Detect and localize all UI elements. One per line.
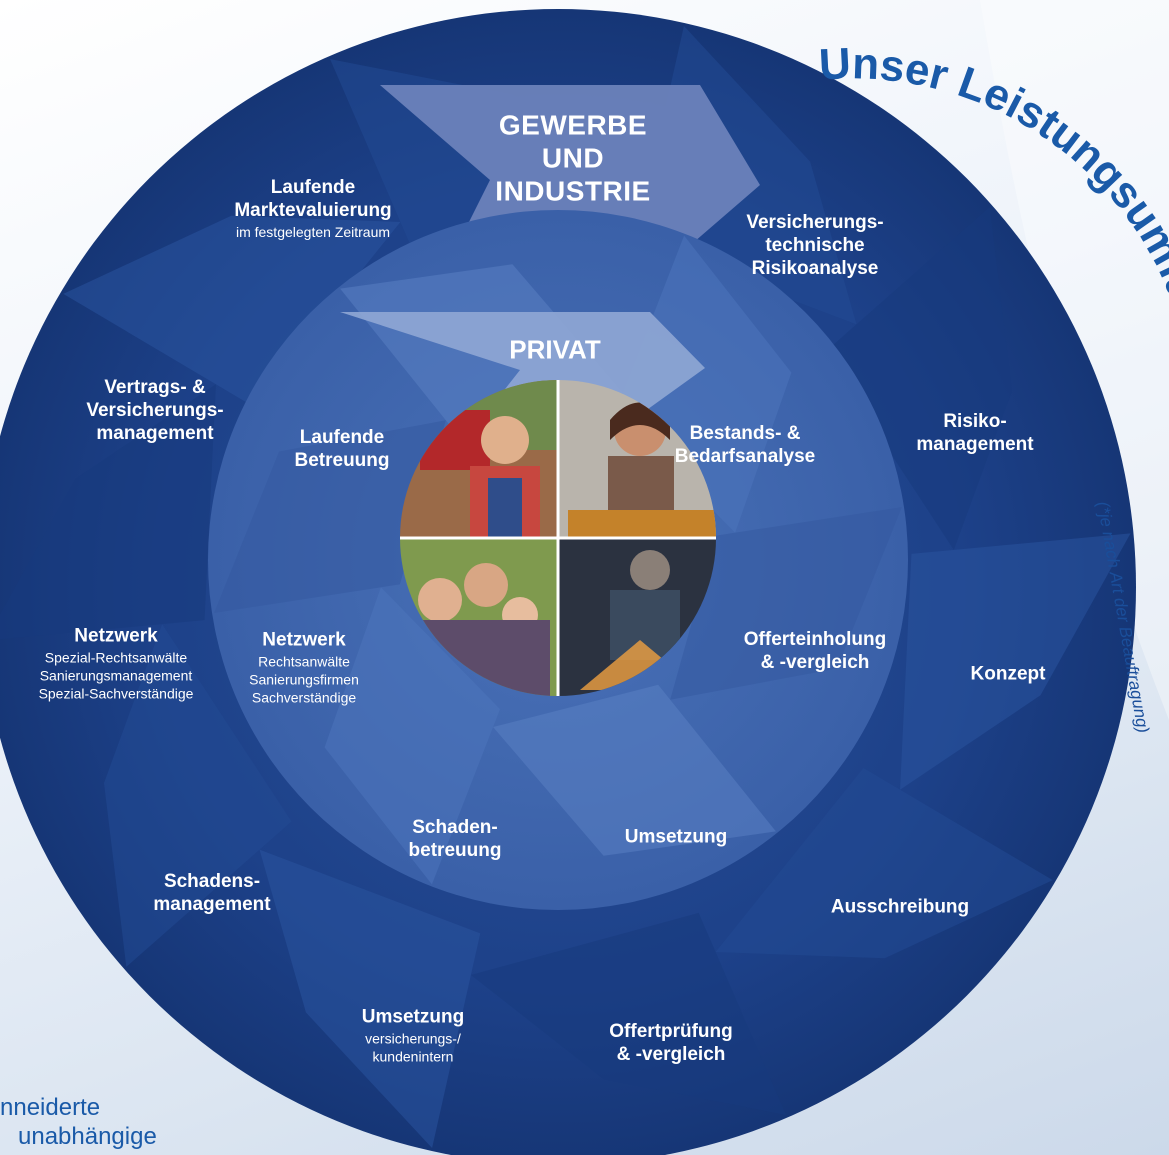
- outer-netzwerk-sub-1: Spezial-Rechtsanwälte: [44, 649, 188, 666]
- hub-privat: PRIVAT: [509, 335, 600, 366]
- inner-bestandsanalyse-line-2: Bedarfsanalyse: [674, 446, 816, 467]
- outer-schadensmanagement-line-1: Schadens-: [163, 871, 261, 893]
- inner-offerteinholung: Offerteinholung & -vergleich: [744, 629, 886, 675]
- outer-segment-7: [103, 624, 292, 967]
- hub-gewerbe-industrie: GEWERBE UND INDUSTRIE: [495, 108, 650, 207]
- outer-marktevaluierung-line-2: Marktevaluierung: [234, 199, 392, 221]
- inner-umsetzung-label: Umsetzung: [624, 826, 728, 848]
- inner-netzwerk-sub-1: Rechtsanwälte: [258, 653, 350, 670]
- inner-netzwerk-sub-2: Sanierungsfirmen: [249, 671, 359, 688]
- outer-netzwerk: Netzwerk Spezial-Rechtsanwälte Sanierung…: [39, 625, 194, 702]
- outer-umsetzung-sub-1: versicherungs-/: [365, 1030, 461, 1047]
- outer-offertpruefung-line-1: Offertprüfung: [609, 1021, 733, 1043]
- inner-schadenbetreuung-line-2: betreuung: [408, 840, 502, 861]
- outer-segment-8: [0, 384, 216, 640]
- outer-schadensmanagement: Schadens- management: [153, 871, 270, 917]
- hub-gewerbe-line-1: GEWERBE: [498, 109, 648, 141]
- outer-schadensmanagement-line-2: management: [153, 894, 271, 915]
- outer-vertragsmanagement-line-1: Vertrags- &: [104, 376, 206, 398]
- outer-versicherungstechnische-line-2: technische: [765, 234, 865, 256]
- inner-offerteinholung-line-2: & -vergleich: [760, 652, 870, 673]
- inner-segment-3: [493, 684, 776, 856]
- outer-umsetzung: Umsetzung versicherungs-/ kundenintern: [362, 1006, 464, 1065]
- outer-konzept: Konzept: [971, 664, 1046, 687]
- outer-segment-6: [259, 849, 481, 1149]
- inner-bestandsanalyse-line-1: Bestands- &: [689, 423, 801, 445]
- bottom-left-line-1: nneiderte: [0, 1094, 101, 1121]
- inner-segment-2: [670, 507, 902, 700]
- outer-umsetzung-sub-2: kundenintern: [372, 1048, 454, 1065]
- outer-segment-3: [900, 533, 1131, 790]
- bottom-left-text: nneiderte unabhängige: [0, 1094, 157, 1152]
- outer-konzept-label: Konzept: [970, 663, 1046, 685]
- inner-schadenbetreuung: Schaden- betreuung: [409, 817, 502, 863]
- outer-risikomanagement-line-2: management: [916, 434, 1034, 455]
- outer-marktevaluierung: Laufende Marktevaluierung im festgelegte…: [234, 177, 391, 241]
- hub-privat-label: PRIVAT: [509, 334, 601, 365]
- inner-netzwerk-sub-3: Sachverständige: [251, 689, 357, 706]
- inner-segment-1: [615, 235, 792, 533]
- outer-marktevaluierung-sub: im festgelegten Zeitraum: [235, 223, 391, 240]
- outer-offertpruefung-line-2: & -vergleich: [616, 1044, 726, 1065]
- inner-bestandsanalyse: Bestands- & Bedarfsanalyse: [675, 423, 815, 469]
- outer-umsetzung-title: Umsetzung: [361, 1006, 465, 1028]
- outer-risikomanagement: Risiko- management: [916, 411, 1033, 457]
- outer-versicherungstechnische-line-1: Versicherungs-: [746, 211, 884, 233]
- outer-ausschreibung: Ausschreibung: [831, 897, 969, 920]
- outer-netzwerk-sub-2: Sanierungsmanagement: [39, 667, 193, 684]
- inner-betreuung: Laufende Betreuung: [295, 427, 390, 473]
- outer-offertpruefung: Offertprüfung & -vergleich: [609, 1021, 732, 1067]
- outer-segment-4: [715, 767, 1053, 959]
- inner-umsetzung: Umsetzung: [625, 827, 727, 850]
- inner-netzwerk-title: Netzwerk: [262, 629, 346, 651]
- outer-ausschreibung-label: Ausschreibung: [830, 896, 970, 918]
- bottom-left-line-2: unabhängige: [18, 1122, 157, 1150]
- inner-netzwerk: Netzwerk Rechtsanwälte Sanierungsfirmen …: [249, 629, 359, 706]
- outer-netzwerk-sub-3: Spezial-Sachverständige: [38, 685, 194, 702]
- outer-segment-9: [63, 215, 401, 407]
- inner-offerteinholung-line-1: Offerteinholung: [743, 629, 887, 651]
- outer-vertragsmanagement-line-3: management: [96, 422, 214, 444]
- outer-vertragsmanagement-line-2: Versicherungs-: [86, 399, 224, 421]
- inner-segment-5: [214, 420, 446, 613]
- outer-versicherungstechnische-line-3: Risikoanalyse: [751, 257, 879, 279]
- outer-marktevaluierung-line-1: Laufende: [270, 177, 356, 199]
- outer-netzwerk-title: Netzwerk: [74, 625, 158, 647]
- outer-vertragsmanagement: Vertrags- & Versicherungs- management: [86, 377, 223, 445]
- inner-betreuung-line-1: Laufende: [299, 427, 385, 449]
- outer-risikomanagement-line-1: Risiko-: [943, 411, 1007, 433]
- outer-segment-5: [470, 912, 786, 1115]
- hub-gewerbe-line-3: INDUSTRIE: [495, 175, 651, 207]
- inner-segment-4: [324, 587, 501, 885]
- outer-segment-2: [824, 207, 1013, 550]
- inner-betreuung-line-2: Betreuung: [294, 450, 390, 471]
- outer-versicherungstechnische-risikoanalyse: Versicherungs- technische Risikoanalyse: [746, 212, 883, 280]
- inner-schadenbetreuung-line-1: Schaden-: [412, 817, 498, 839]
- hub-gewerbe-line-2: UND: [541, 142, 605, 174]
